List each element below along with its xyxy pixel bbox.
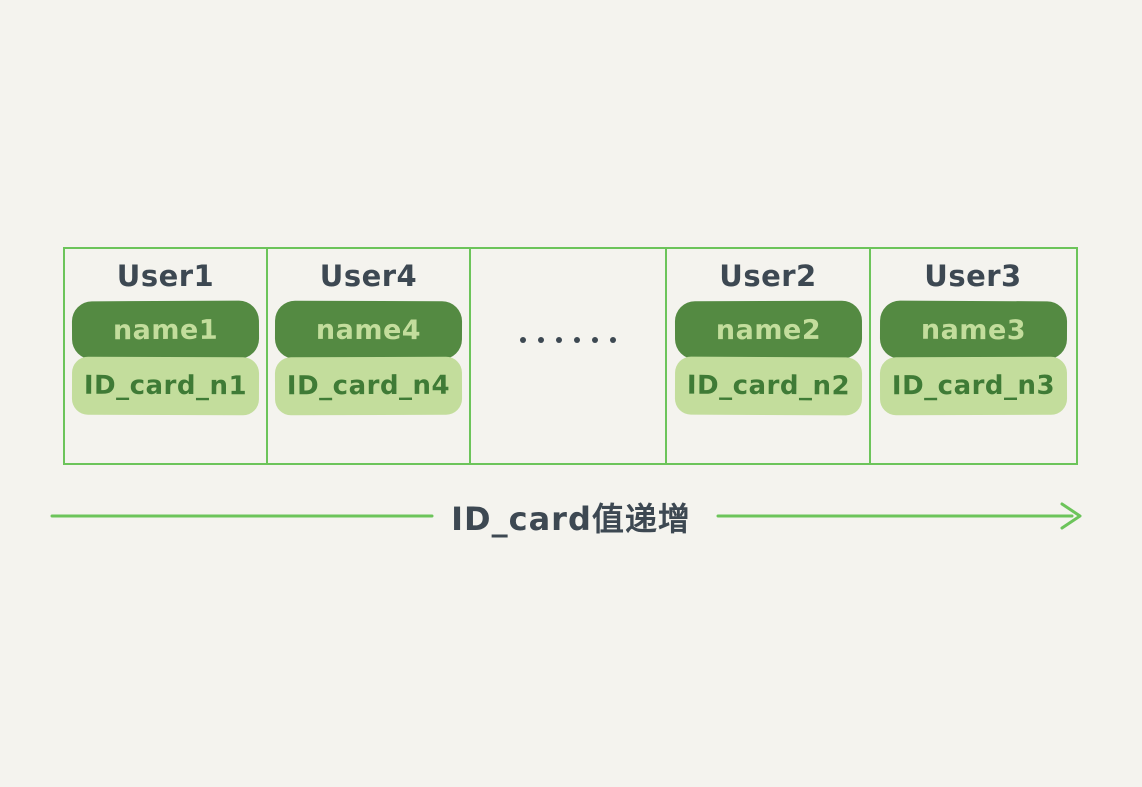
ellipsis-dot [520, 337, 526, 343]
user-cell-ellipsis [471, 249, 667, 463]
ellipsis-dot [574, 337, 580, 343]
ellipsis-dot [538, 337, 544, 343]
ellipsis-dot [592, 337, 598, 343]
name-badge: name1 [71, 300, 260, 360]
user-cell-title: User1 [116, 259, 215, 293]
user-cell-user1: User1 name1 ID_card_n1 [65, 249, 268, 463]
user-cell-user2: User2 name2 ID_card_n2 [667, 249, 871, 463]
ellipsis-dot [610, 337, 616, 343]
user-cell-title: User4 [319, 259, 418, 293]
ellipsis-icon [471, 337, 665, 343]
user-table: User1 name1 ID_card_n1 User4 name4 ID_ca… [63, 247, 1078, 465]
increasing-order-arrow: ID_card值递增 [0, 470, 1142, 565]
id-card-badge: ID_card_n4 [274, 356, 463, 416]
user-cell-title: User2 [719, 259, 817, 293]
ellipsis-dot [556, 337, 562, 343]
arrowhead-icon [1060, 502, 1082, 530]
name-badge: name3 [879, 300, 1067, 360]
name-badge: name4 [274, 300, 463, 360]
id-card-badge: ID_card_n1 [71, 356, 260, 416]
id-card-badge: ID_card_n3 [879, 356, 1067, 416]
arrow-line-icon [50, 502, 1082, 530]
id-card-badge: ID_card_n2 [674, 356, 862, 416]
user-cell-title: User3 [924, 259, 1022, 293]
name-badge: name2 [674, 300, 862, 360]
arrow-label: ID_card值递增 [451, 500, 691, 538]
user-cell-user3: User3 name3 ID_card_n3 [871, 249, 1075, 463]
user-cell-user4: User4 name4 ID_card_n4 [268, 249, 471, 463]
